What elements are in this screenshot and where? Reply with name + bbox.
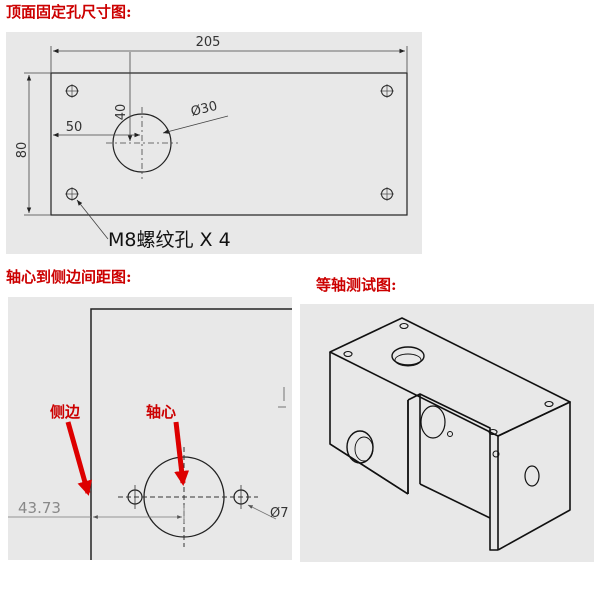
m8-hole-iso: [544, 400, 554, 408]
caption-top-view: 顶面固定孔尺寸图:: [6, 3, 132, 21]
top-bore-iso: [391, 346, 425, 366]
caption-axis-to-side: 轴心到侧边间距图:: [6, 268, 132, 286]
m8-hole-iso: [488, 428, 498, 436]
side-edge: [90, 308, 292, 560]
dim-width: 205: [196, 35, 221, 50]
top-corner-holes: [343, 322, 554, 436]
left-bore-iso: [346, 430, 374, 464]
dim-bore: Ø30: [189, 99, 219, 120]
dim-partial: Ø7: [270, 506, 289, 521]
m8-callout: M8螺纹孔 X 4: [108, 229, 231, 251]
top-view-panel: 205 80 40 50 Ø30 M8: [6, 32, 422, 254]
axis-distance-drawing: 43.73 Ø7 侧边 轴心: [8, 308, 292, 560]
isometric-panel: [300, 304, 594, 562]
dim-height: 80: [15, 142, 30, 159]
dim-distance: 43.73: [18, 499, 61, 517]
m8-hole-iso: [399, 322, 409, 330]
caption-isometric: 等轴测试图:: [316, 276, 397, 294]
m8-holes: [66, 85, 393, 200]
isometric-drawing: [329, 317, 571, 551]
arrow-side-edge: [65, 421, 92, 496]
top-view-drawing: 205 80 40 50 Ø30 M8: [15, 35, 408, 251]
right-bore-iso: [524, 465, 540, 487]
label-axis-center: 轴心: [146, 403, 176, 421]
dim-center-x: 50: [66, 120, 83, 135]
bracket-outline: [329, 317, 571, 551]
small-hole-iso: [492, 450, 500, 458]
small-hole-iso: [447, 431, 453, 437]
arrow-axis-center: [173, 421, 190, 486]
label-side-edge: 侧边: [50, 403, 81, 421]
axis-distance-panel: 43.73 Ø7 侧边 轴心: [8, 297, 292, 560]
slot-bore-iso: [420, 405, 446, 439]
dim-center-y: 40: [114, 104, 129, 121]
m8-hole-iso: [343, 350, 353, 358]
plate-outline: [50, 72, 408, 216]
